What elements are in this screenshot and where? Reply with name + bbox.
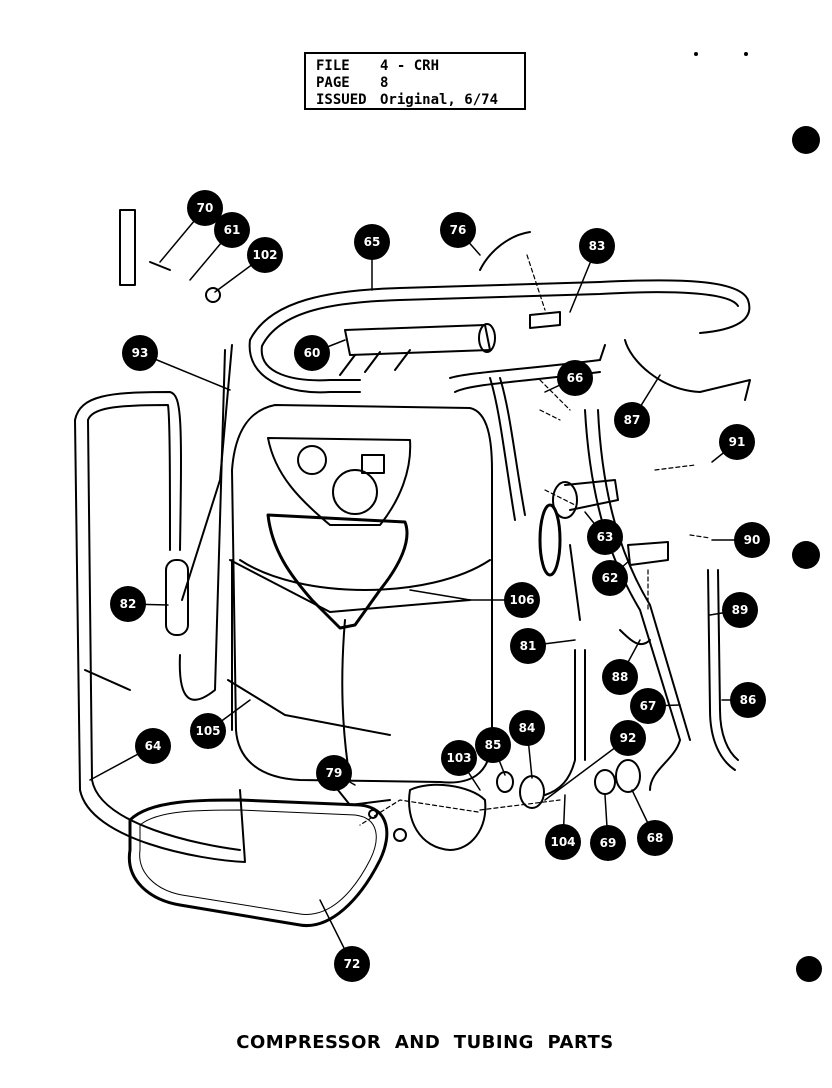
callout-86: 86 bbox=[730, 682, 766, 718]
callout-88: 88 bbox=[602, 659, 638, 695]
callout-104: 104 bbox=[545, 824, 581, 860]
callout-61: 61 bbox=[214, 212, 250, 248]
callout-63: 63 bbox=[587, 519, 623, 555]
binder-hole-bottom bbox=[796, 956, 822, 982]
callout-60: 60 bbox=[294, 335, 330, 371]
valve-assembly bbox=[538, 479, 669, 646]
callout-105: 105 bbox=[190, 713, 226, 749]
callout-87-top: 87 bbox=[614, 402, 650, 438]
callout-106: 106 bbox=[504, 582, 540, 618]
callout-81: 81 bbox=[510, 628, 546, 664]
muffler bbox=[339, 323, 496, 376]
callout-67: 67 bbox=[630, 688, 666, 724]
callout-103: 103 bbox=[441, 740, 477, 776]
file-info-box: FILE 4 - CRH PAGE 8 ISSUED Original, 6/74 bbox=[304, 52, 526, 110]
diagram-caption: COMPRESSOR AND TUBING PARTS bbox=[236, 1032, 614, 1053]
issued-row: ISSUED Original, 6/74 bbox=[316, 92, 524, 109]
suction-tubing bbox=[74, 344, 246, 863]
callout-68: 68 bbox=[637, 820, 673, 856]
callout-79: 79 bbox=[316, 755, 352, 791]
file-key: FILE bbox=[316, 58, 350, 74]
callout-102: 102 bbox=[247, 237, 283, 273]
callout-72: 72 bbox=[334, 946, 370, 982]
callout-83-top: 83 bbox=[579, 228, 615, 264]
page-value: 8 bbox=[380, 75, 389, 91]
issued-value: Original, 6/74 bbox=[380, 92, 499, 108]
speck-1 bbox=[694, 52, 698, 56]
callout-66: 66 bbox=[557, 360, 593, 396]
callout-82: 82 bbox=[110, 586, 146, 622]
terminal-bracket bbox=[266, 437, 412, 630]
callout-65: 65 bbox=[354, 224, 390, 260]
callout-76: 76 bbox=[440, 212, 476, 248]
callout-69: 69 bbox=[590, 825, 626, 861]
callout-90: 90 bbox=[734, 522, 770, 558]
callout-92: 92 bbox=[610, 720, 646, 756]
callout-64: 64 bbox=[135, 728, 171, 764]
base-gasket bbox=[127, 798, 389, 928]
callout-89: 89 bbox=[722, 592, 758, 628]
callout-62: 62 bbox=[592, 560, 628, 596]
callout-93: 93 bbox=[122, 335, 158, 371]
callout-91: 91 bbox=[719, 424, 755, 460]
issued-key: ISSUED bbox=[316, 92, 367, 108]
speck-2 bbox=[744, 52, 748, 56]
small-fittings bbox=[119, 209, 641, 851]
binder-hole-top bbox=[792, 126, 820, 154]
callout-84: 84 bbox=[509, 710, 545, 746]
page-key: PAGE bbox=[316, 75, 350, 91]
file-row: FILE 4 - CRH bbox=[316, 58, 524, 75]
leader-lines bbox=[359, 254, 711, 826]
page-row: PAGE 8 bbox=[316, 75, 524, 92]
callout-85: 85 bbox=[475, 727, 511, 763]
binder-hole-middle bbox=[792, 541, 820, 569]
file-value: 4 - CRH bbox=[380, 58, 440, 74]
discharge-tube bbox=[248, 279, 751, 394]
